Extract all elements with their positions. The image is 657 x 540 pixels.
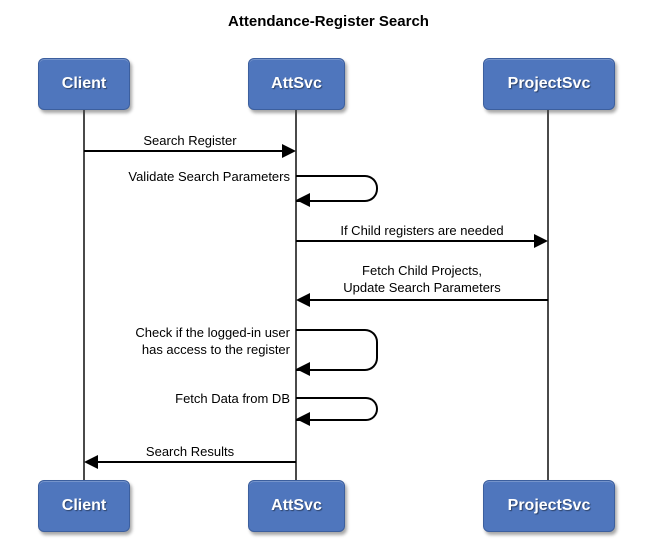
message-label-check-access: Check if the logged-in user has access t… <box>135 325 290 357</box>
message-label-validate-search-parameters: Validate Search Parameters <box>128 169 290 184</box>
self-loop-validate-search-parameters <box>296 175 378 202</box>
actor-box-client-top: Client <box>38 58 130 110</box>
arrowhead-left-icon <box>296 412 310 426</box>
message-label-fetch-child-projects: Fetch Child Projects, Update Search Para… <box>343 263 501 295</box>
lifeline-client <box>83 110 85 480</box>
self-loop-fetch-data-from-db <box>296 397 378 421</box>
actor-label-attsvc: AttSvc <box>271 497 322 514</box>
message-line-if-child-registers <box>296 240 534 242</box>
arrowhead-right-icon <box>534 234 548 248</box>
self-loop-check-access <box>296 329 378 371</box>
diagram-title: Attendance-Register Search <box>228 13 429 30</box>
lifeline-projectsvc <box>547 110 549 480</box>
arrowhead-left-icon <box>296 193 310 207</box>
actor-label-client: Client <box>61 497 107 514</box>
arrowhead-left-icon <box>84 455 98 469</box>
actor-box-attsvc-bottom: AttSvc <box>248 480 345 532</box>
message-label-fetch-data-from-db: Fetch Data from DB <box>175 391 290 406</box>
actor-box-projectsvc-bottom: ProjectSvc <box>483 480 615 532</box>
actor-label-attsvc: AttSvc <box>271 75 322 92</box>
message-line-search-register <box>84 150 282 152</box>
arrowhead-left-icon <box>296 293 310 307</box>
actor-label-projectsvc: ProjectSvc <box>507 75 591 92</box>
actor-label-projectsvc: ProjectSvc <box>507 497 591 514</box>
message-line-fetch-child-projects <box>310 299 548 301</box>
actor-label-client: Client <box>61 75 107 92</box>
message-label-if-child-registers: If Child registers are needed <box>340 223 504 238</box>
actor-box-attsvc-top: AttSvc <box>248 58 345 110</box>
actor-box-projectsvc-top: ProjectSvc <box>483 58 615 110</box>
message-line-search-results <box>98 461 296 463</box>
message-label-search-register: Search Register <box>143 133 237 148</box>
arrowhead-right-icon <box>282 144 296 158</box>
message-label-search-results: Search Results <box>145 444 235 459</box>
arrowhead-left-icon <box>296 362 310 376</box>
actor-box-client-bottom: Client <box>38 480 130 532</box>
